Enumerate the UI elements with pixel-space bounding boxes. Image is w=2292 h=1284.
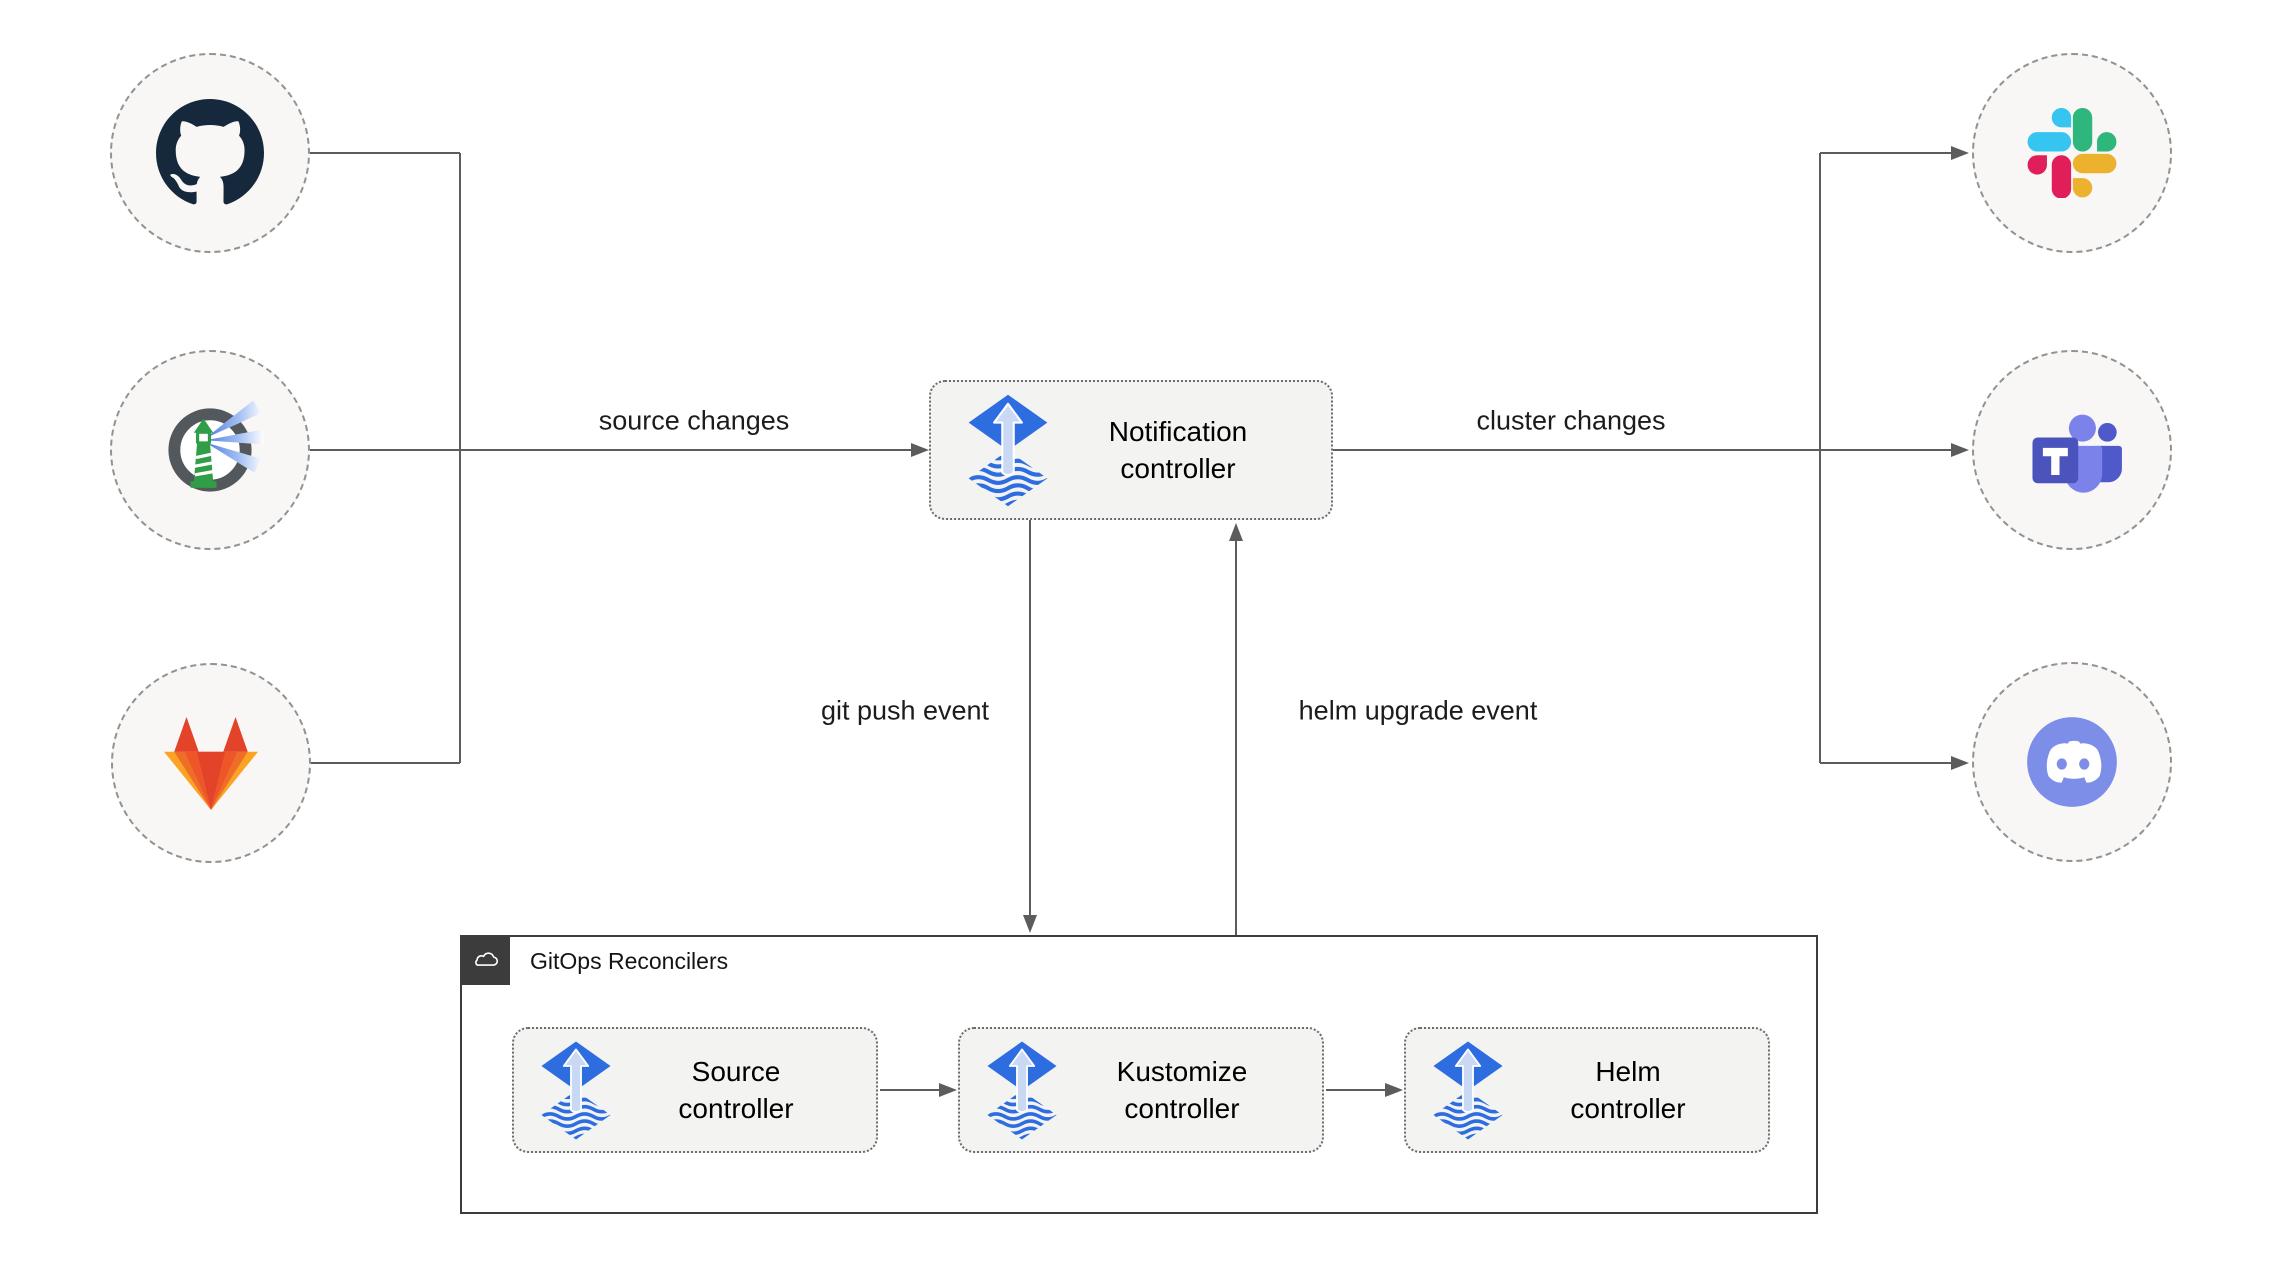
- teams-icon: [2032, 414, 2122, 493]
- edge-label-cluster-changes: cluster changes: [1472, 405, 1670, 437]
- node-teams: [1972, 350, 2172, 550]
- node-gitlab: [111, 663, 311, 863]
- node-source-controller: Source controller: [512, 1027, 878, 1153]
- cloud-icon: [475, 952, 499, 966]
- gitops-reconcilers-title: GitOps Reconcilers: [530, 948, 729, 974]
- label-line2: controller: [678, 1093, 794, 1124]
- label-line1: Helm: [1595, 1056, 1661, 1087]
- node-kustomize-controller: Kustomize controller: [958, 1027, 1324, 1153]
- label-line1: Source: [691, 1056, 781, 1087]
- node-notification-controller: Notification controller: [929, 380, 1333, 520]
- label-line1: Notification: [1108, 416, 1248, 447]
- source-controller-label: Source controller: [612, 1053, 860, 1127]
- edge-label-git-push-event: git push event: [816, 695, 994, 727]
- label-line2: controller: [1124, 1093, 1240, 1124]
- node-harbor: [110, 350, 310, 550]
- flux-icon: [540, 1040, 612, 1141]
- gitlab-icon: [164, 717, 258, 810]
- label-line2: controller: [1120, 453, 1236, 484]
- edge-label-source-changes: source changes: [594, 405, 794, 437]
- helm-controller-label: Helm controller: [1504, 1053, 1752, 1127]
- flux-icon: [1432, 1040, 1504, 1141]
- node-github: [110, 53, 310, 253]
- github-icon: [156, 99, 264, 205]
- harbor-icon: [168, 400, 264, 492]
- notification-controller-label: Notification controller: [1049, 413, 1307, 487]
- edge-label-helm-upgrade-event: helm upgrade event: [1294, 695, 1542, 727]
- slack-icon: [2027, 108, 2117, 198]
- node-helm-controller: Helm controller: [1404, 1027, 1770, 1153]
- label-line1: Kustomize: [1116, 1056, 1248, 1087]
- node-slack: [1972, 53, 2172, 253]
- container-badge: [460, 935, 510, 985]
- discord-icon: [2027, 717, 2117, 807]
- gitops-reconcilers-container: GitOps Reconcilers: [460, 935, 1818, 1214]
- label-line2: controller: [1570, 1093, 1686, 1124]
- flux-icon: [986, 1040, 1058, 1141]
- kustomize-controller-label: Kustomize controller: [1058, 1053, 1306, 1127]
- flux-icon: [967, 393, 1049, 508]
- node-discord: [1972, 662, 2172, 862]
